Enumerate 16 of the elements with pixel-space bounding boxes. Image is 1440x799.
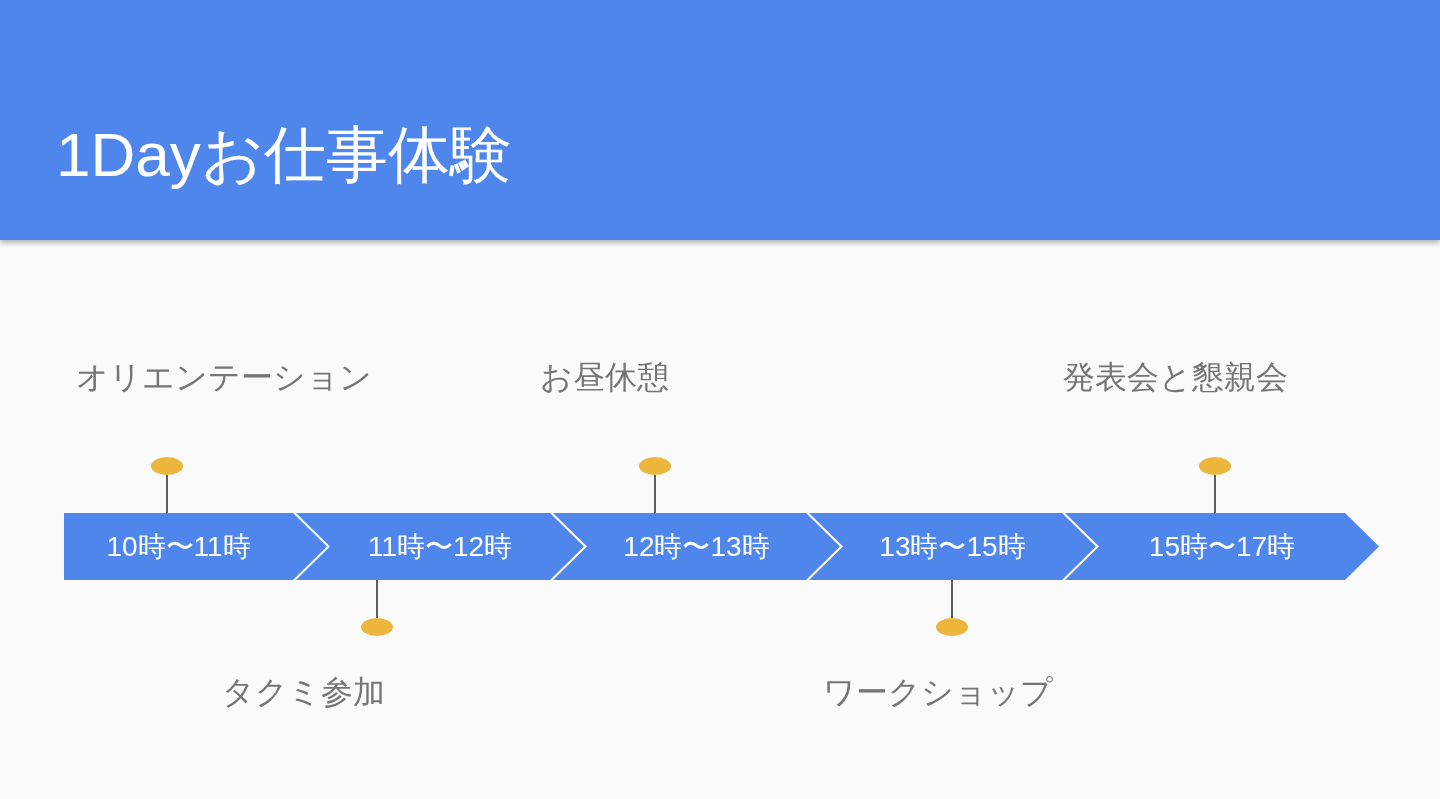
time-range-label: 10時〜11時 bbox=[106, 529, 251, 564]
pin-line bbox=[166, 474, 168, 514]
time-range-label: 11時〜12時 bbox=[367, 529, 513, 564]
time-range-label: 15時〜17時 bbox=[1148, 529, 1296, 564]
event-label: お昼休憩 bbox=[540, 358, 669, 396]
time-range-label: 12時〜13時 bbox=[623, 529, 770, 564]
pin-line bbox=[654, 474, 656, 514]
slide-title: 1Dayお仕事体験 bbox=[56, 119, 512, 191]
event-label: オリエンテーション bbox=[76, 358, 372, 396]
pin-line bbox=[1214, 474, 1216, 514]
event-label: 発表会と懇親会 bbox=[1063, 358, 1288, 396]
pin-line bbox=[951, 579, 953, 619]
time-range-label: 13時〜15時 bbox=[879, 529, 1026, 564]
pin-line bbox=[376, 579, 378, 619]
event-label: タクミ参加 bbox=[222, 673, 385, 711]
event-label: ワークショップ bbox=[823, 673, 1053, 711]
